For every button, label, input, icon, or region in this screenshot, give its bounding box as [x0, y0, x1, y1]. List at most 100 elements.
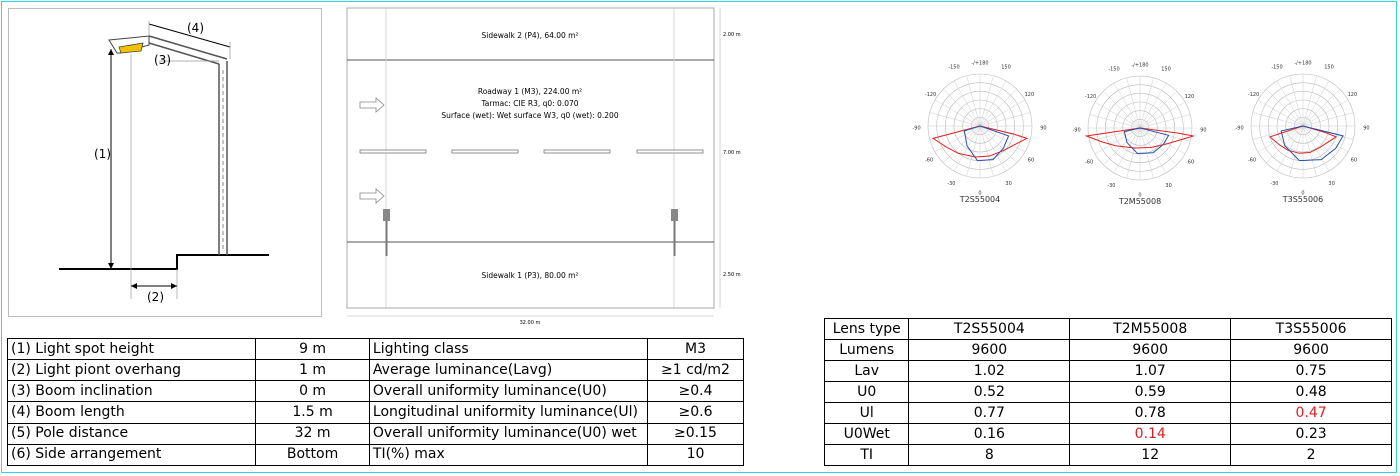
spec-value-cell: 32 m — [255, 422, 370, 445]
polar-tick-label: -30 — [1107, 183, 1115, 189]
pole-drawing: (1) (2) (3) (4) — [59, 21, 269, 304]
polar-tick-label: 30 — [1005, 181, 1011, 187]
polar-tick-label: -60 — [925, 157, 933, 163]
dim-width: 32.00 m — [520, 320, 541, 326]
lens-metric-cell: Lumens — [823, 339, 910, 361]
lens-value-cell: 0.16 — [908, 423, 1071, 445]
lens-value-cell: 1.02 — [908, 360, 1071, 382]
lens-value-cell: 0.78 — [1069, 402, 1232, 424]
polar-red-curve — [1084, 127, 1194, 149]
polar-tick-label: -120 — [1248, 92, 1259, 98]
pole-diagram: (1) (2) (3) (4) — [8, 8, 322, 317]
spec-value-cell: 0 m — [255, 380, 370, 403]
spec-param-cell: (6) Side arrangement — [6, 443, 257, 467]
polar-red-curve — [931, 125, 1029, 158]
polar-plot-name: T3S55006 — [1282, 195, 1324, 204]
label-height: (1) — [94, 147, 111, 161]
polar-tick-label: -90 — [1072, 128, 1080, 134]
polar-tick-label: -150 — [1108, 67, 1119, 73]
roadway-line3: Surface (wet): Wet surface W3, q0 (wet):… — [441, 111, 618, 120]
spec-requirement-cell: Overall uniformity luminance(U0) wet — [368, 422, 648, 445]
lens-metric-cell: U0 — [823, 381, 910, 403]
polar-tick-label: 0 — [1301, 191, 1304, 197]
roadway-line1: Roadway 1 (M3), 224.00 m² — [478, 87, 582, 96]
spec-requirement-cell: Longitudinal uniformity luminance(Ul) — [368, 401, 648, 424]
polar-red-curve — [1268, 125, 1338, 154]
sidewalk2-label: Sidewalk 2 (P4), 64.00 m² — [482, 31, 579, 40]
lens-metric-cell: Lav — [823, 360, 910, 382]
polar-tick-label: 150 — [1001, 65, 1011, 71]
lens-value-cell: 0.77 — [908, 402, 1071, 424]
polar-tick-label: 60 — [1351, 157, 1357, 163]
polar-tick-label: -150 — [1271, 65, 1282, 71]
polar-tick-label: -120 — [925, 92, 936, 98]
lens-value-cell: 0.23 — [1230, 423, 1392, 445]
lens-header-cell: T3S55006 — [1230, 318, 1392, 340]
lens-metric-cell: TI — [823, 444, 910, 466]
spec-value-cell: 9 m — [255, 337, 370, 361]
polar-plot-name: T2S55004 — [959, 195, 1001, 204]
spec-value-cell: 1.5 m — [255, 401, 370, 424]
lens-value-cell: 0.14 — [1069, 423, 1232, 445]
polar-blue-curve — [963, 125, 1010, 162]
road-plan-drawing: Sidewalk 2 (P4), 64.00 m² Roadway 1 (M3)… — [346, 7, 741, 326]
polar-tick-label: 0 — [1138, 193, 1141, 199]
polar-tick-label: -150 — [948, 65, 959, 71]
polar-tick-label: 60 — [1188, 159, 1194, 165]
lens-value-cell: 9600 — [1069, 339, 1232, 361]
spec-requirement-value-cell: ≥0.6 — [646, 401, 745, 424]
lens-value-cell: 9600 — [908, 339, 1071, 361]
spec-requirement-value-cell: ≥0.15 — [646, 422, 745, 445]
polar-tick-label: 0 — [978, 191, 981, 197]
spec-requirement-value-cell: ≥0.4 — [646, 380, 745, 403]
polar-blue-curve — [1123, 127, 1170, 154]
lens-value-cell: 0.48 — [1230, 381, 1392, 403]
polar-tick-label: 30 — [1328, 181, 1334, 187]
polar-tick-label: -60 — [1248, 157, 1256, 163]
polar-tick-label: 90 — [1363, 126, 1369, 132]
dim-top: 2.00 m — [723, 32, 741, 38]
lens-value-cell: 0.59 — [1069, 381, 1232, 403]
polar-tick-label: -60 — [1085, 159, 1093, 165]
polar-tick-label: 60 — [1028, 157, 1034, 163]
polar-tick-label: 90 — [1040, 126, 1046, 132]
spec-requirement-value-cell: 10 — [646, 443, 745, 467]
spec-param-cell: (4) Boom length — [6, 401, 257, 424]
polar-tick-label: 120 — [1348, 92, 1358, 98]
polar-tick-label: -/+180 — [1131, 63, 1148, 69]
polar-tick-label: 150 — [1324, 65, 1334, 71]
polar-tick-label: 30 — [1165, 183, 1171, 189]
spec-requirement-value-cell: M3 — [646, 337, 745, 361]
polar-plot: -/+180150-150120-12090-9060-6030-300T2M5… — [1072, 63, 1206, 206]
label-overhang: (2) — [147, 290, 164, 304]
spec-param-cell: (1) Light spot height — [6, 337, 257, 361]
polar-blue-curve — [1280, 125, 1344, 162]
lens-value-cell: 2 — [1230, 444, 1392, 466]
sidewalk1-label: Sidewalk 1 (P3), 80.00 m² — [482, 271, 579, 280]
lens-value-cell: 0.52 — [908, 381, 1071, 403]
polar-plot-name: T2M55008 — [1118, 197, 1161, 206]
polar-tick-label: -30 — [1270, 181, 1278, 187]
polar-tick-label: -90 — [912, 126, 920, 132]
spec-requirement-cell: Lighting class — [368, 337, 648, 361]
polar-tick-label: -/+180 — [971, 61, 988, 67]
lens-value-cell: 0.47 — [1230, 402, 1392, 424]
lens-value-cell: 1.07 — [1069, 360, 1232, 382]
lens-metric-cell: U0Wet — [823, 423, 910, 445]
spec-value-cell: 1 m — [255, 359, 370, 382]
dim-bottom: 2.50 m — [723, 272, 741, 278]
spec-requirement-value-cell: ≥1 cd/m2 — [646, 359, 745, 382]
lens-header-cell: Lens type — [823, 318, 910, 340]
spec-param-cell: (2) Light piont overhang — [6, 359, 257, 382]
spec-param-cell: (5) Pole distance — [6, 422, 257, 445]
